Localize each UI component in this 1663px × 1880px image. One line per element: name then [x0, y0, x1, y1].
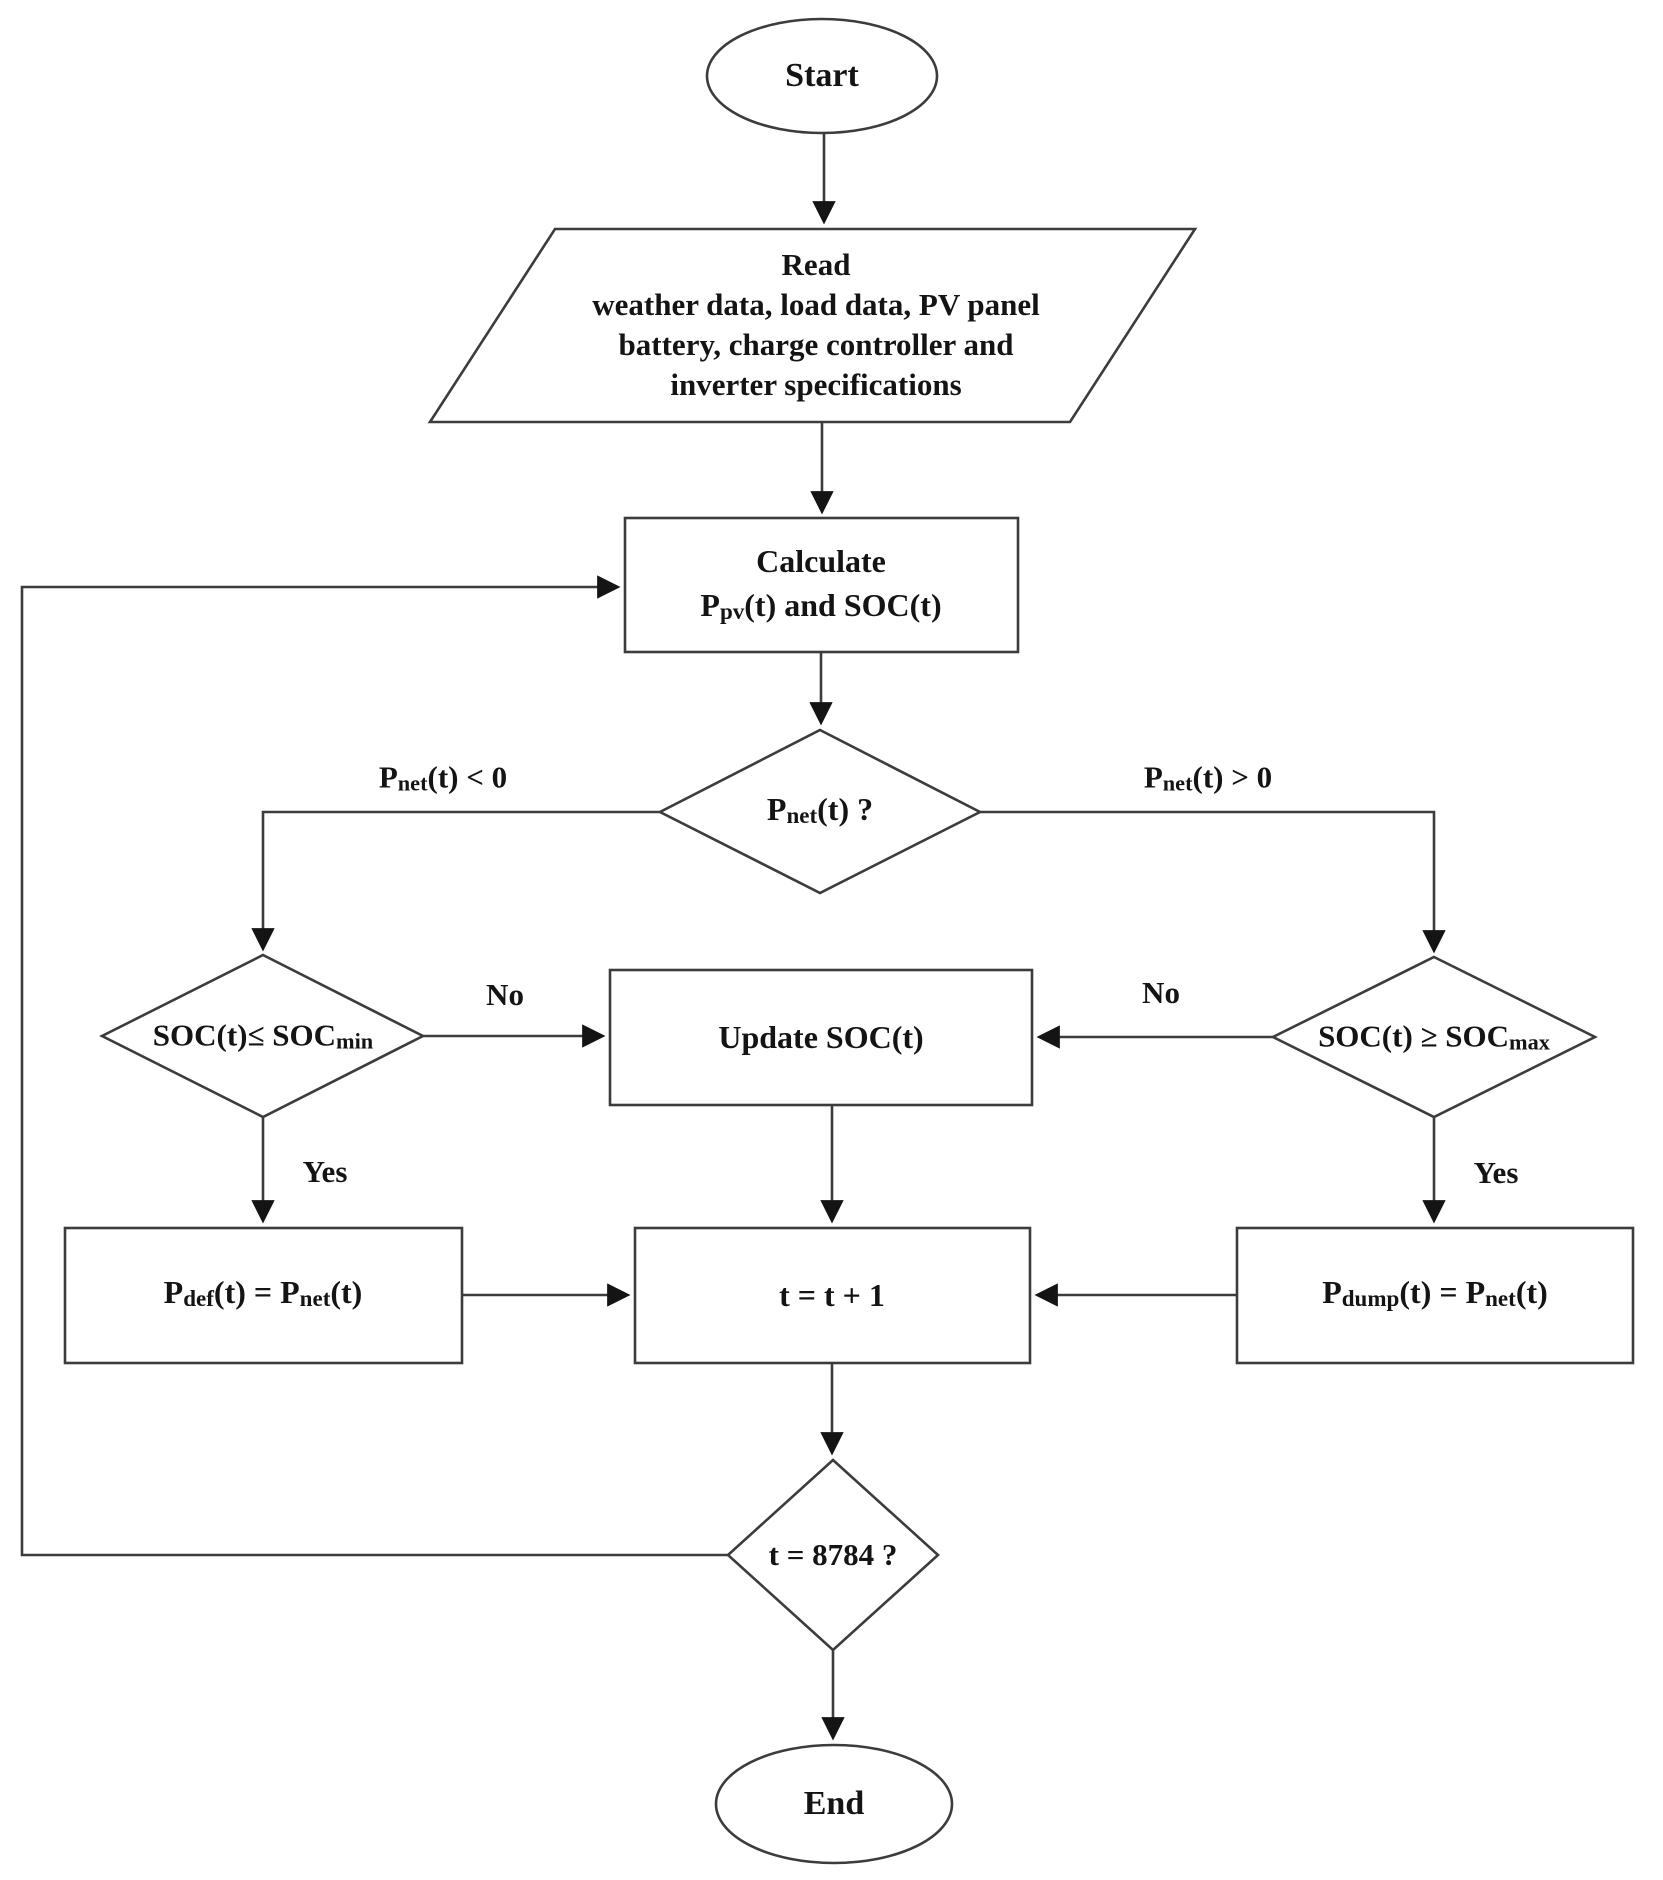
pnet-decision-label: Pnet(t) ? [766, 790, 874, 829]
yes-left-edge-label: Yes [302, 1154, 348, 1189]
t-check-label: t = 8784 ? [768, 1537, 898, 1572]
pnet-positive-edge-label: Pnet(t) > 0 [1143, 759, 1273, 796]
start-terminator-shape [705, 17, 939, 135]
socmax-decision-label: SOC(t) ≥ SOCmax [1318, 1018, 1550, 1055]
pdef-label: Pdef(t) = Pnet(t) [163, 1273, 363, 1312]
t-check-decision-shape [726, 1458, 940, 1652]
t-increment-process-shape [633, 1226, 1032, 1365]
start-label: Start [785, 57, 859, 94]
read-io-shape [427, 227, 1198, 424]
pdef-process-shape [63, 1226, 464, 1365]
socmax-decision-shape [1270, 955, 1598, 1119]
edge-pnet-positive-branch [980, 810, 1446, 954]
socmin-decision-shape [99, 953, 426, 1119]
pdump-label: Pdump(t) = Pnet(t) [1322, 1273, 1548, 1312]
no-left-edge-label: No [486, 977, 524, 1012]
end-terminator-shape [714, 1743, 954, 1865]
update-soc-process-shape [608, 968, 1034, 1107]
pnet-negative-edge-label: Pnet(t) < 0 [378, 759, 508, 796]
calculate-process-shape [623, 516, 1020, 654]
edge-loop-back-to-calculate [20, 575, 728, 1557]
t-increment-label: t = t + 1 [779, 1277, 885, 1313]
edge-pnet-negative-branch [251, 810, 660, 952]
no-right-edge-label: No [1142, 975, 1180, 1010]
pdump-process-shape [1235, 1226, 1635, 1365]
end-label: End [803, 1785, 865, 1822]
yes-right-edge-label: Yes [1473, 1155, 1519, 1190]
socmin-decision-label: SOC(t)≤ SOCmin [152, 1017, 374, 1054]
update-soc-label: Update SOC(t) [718, 1019, 924, 1055]
pnet-decision-shape [657, 728, 983, 895]
